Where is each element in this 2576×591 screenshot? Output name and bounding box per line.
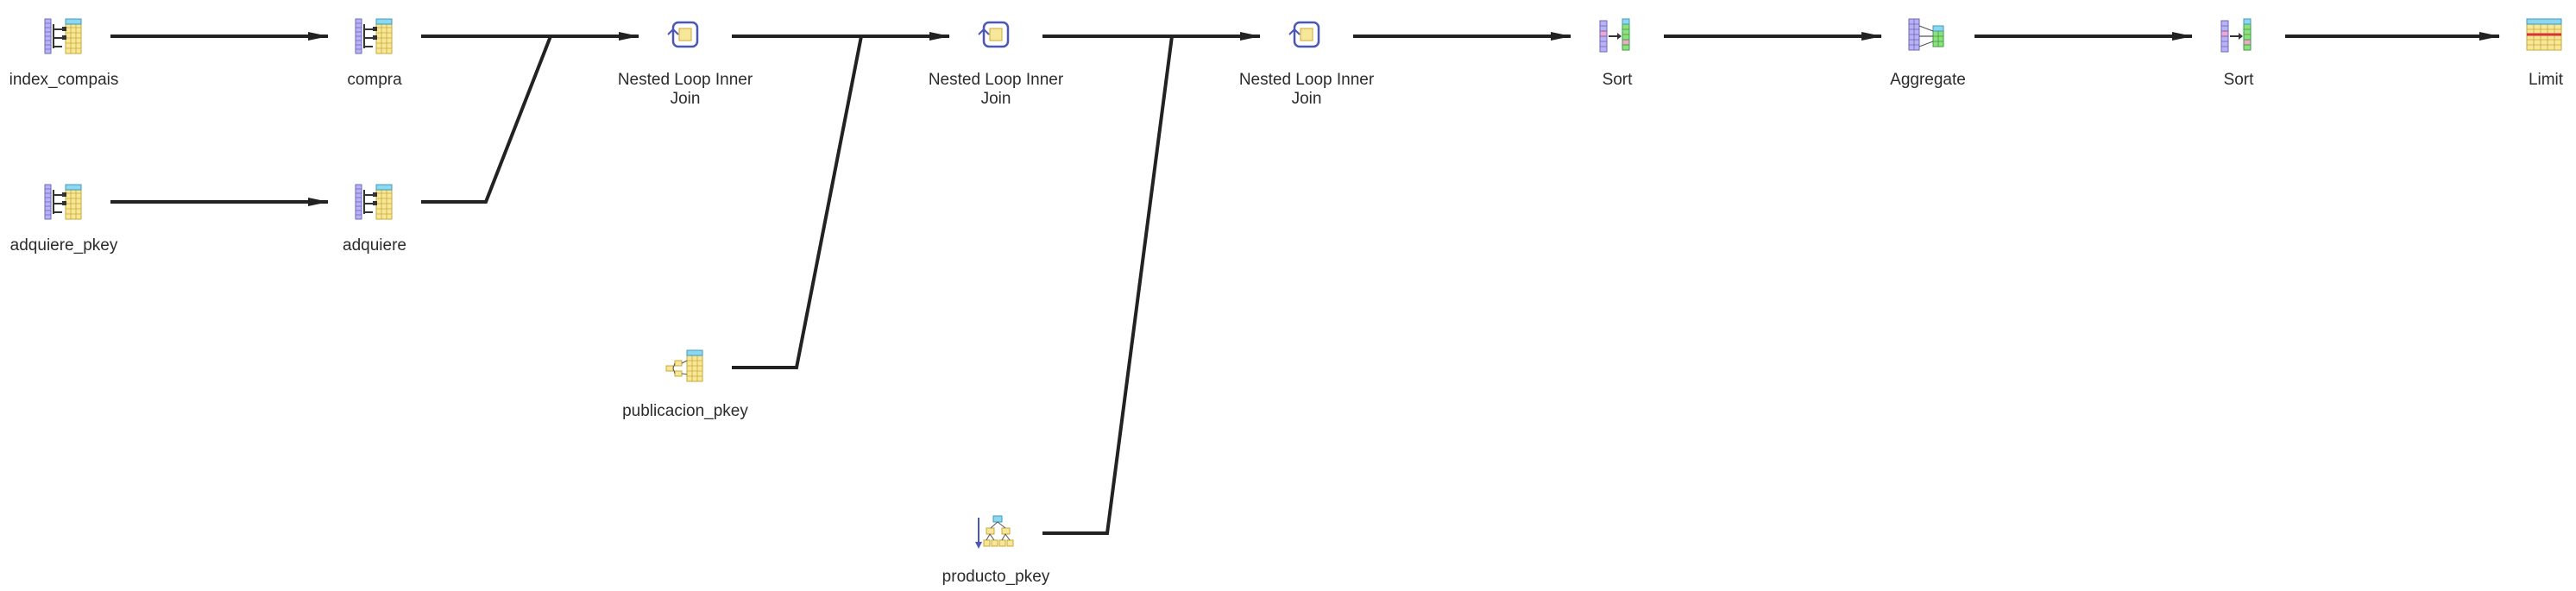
plan-node-adquiere[interactable]: adquiere	[297, 183, 452, 255]
nested-loop-icon	[667, 21, 699, 48]
plan-node-aggregate[interactable]: Aggregate	[1850, 17, 2006, 90]
node-label: publicacion_pkey	[622, 402, 748, 420]
plan-node-publicacion_pkey[interactable]: publicacion_pkey	[608, 349, 763, 421]
plan-node-index_compais[interactable]: index_compais	[0, 17, 142, 90]
index-tree-icon	[975, 515, 1014, 549]
node-label: adquiere	[343, 236, 406, 255]
limit-icon	[2526, 18, 2562, 51]
plan-node-compra[interactable]: compra	[297, 17, 452, 90]
node-label: Sort	[2223, 71, 2254, 89]
edge-publicacion_pkey-to-nl2	[732, 35, 949, 369]
index-scan-icon	[355, 18, 393, 54]
plan-node-adquiere_pkey[interactable]: adquiere_pkey	[0, 183, 142, 255]
plan-node-nl2[interactable]: Nested Loop Inner Join	[918, 17, 1074, 109]
node-label: Aggregate	[1890, 71, 1966, 89]
node-label: Nested Loop Inner Join	[928, 71, 1064, 108]
index-scan-icon	[44, 18, 82, 54]
edge-producto_pkey-to-nl3	[1042, 35, 1260, 535]
plan-node-limit[interactable]: Limit	[2468, 17, 2576, 90]
plan-node-producto_pkey[interactable]: producto_pkey	[918, 514, 1074, 587]
node-label: Nested Loop Inner Join	[1238, 71, 1375, 108]
sort-icon	[2220, 18, 2252, 53]
node-label: adquiere_pkey	[9, 236, 118, 255]
plan-node-nl3[interactable]: Nested Loop Inner Join	[1229, 17, 1384, 109]
plan-node-nl1[interactable]: Nested Loop Inner Join	[608, 17, 763, 109]
node-label: compra	[347, 71, 402, 89]
edge-adquiere-to-nl1	[421, 35, 639, 204]
nested-loop-icon	[978, 21, 1010, 48]
node-label: index_compais	[9, 71, 119, 89]
plan-node-sort2[interactable]: Sort	[2161, 17, 2316, 90]
index-scan-icon	[44, 184, 82, 220]
node-label: producto_pkey	[942, 568, 1050, 586]
aggregate-icon	[1908, 18, 1944, 51]
node-label: Limit	[2528, 71, 2564, 89]
node-label: Nested Loop Inner Join	[617, 71, 753, 108]
index-scan-icon	[355, 184, 393, 220]
plan-node-sort1[interactable]: Sort	[1540, 17, 1695, 90]
nested-loop-icon	[1288, 21, 1320, 48]
bitmap-index-icon	[665, 349, 703, 382]
sort-icon	[1599, 18, 1630, 53]
node-label: Sort	[1602, 71, 1633, 89]
